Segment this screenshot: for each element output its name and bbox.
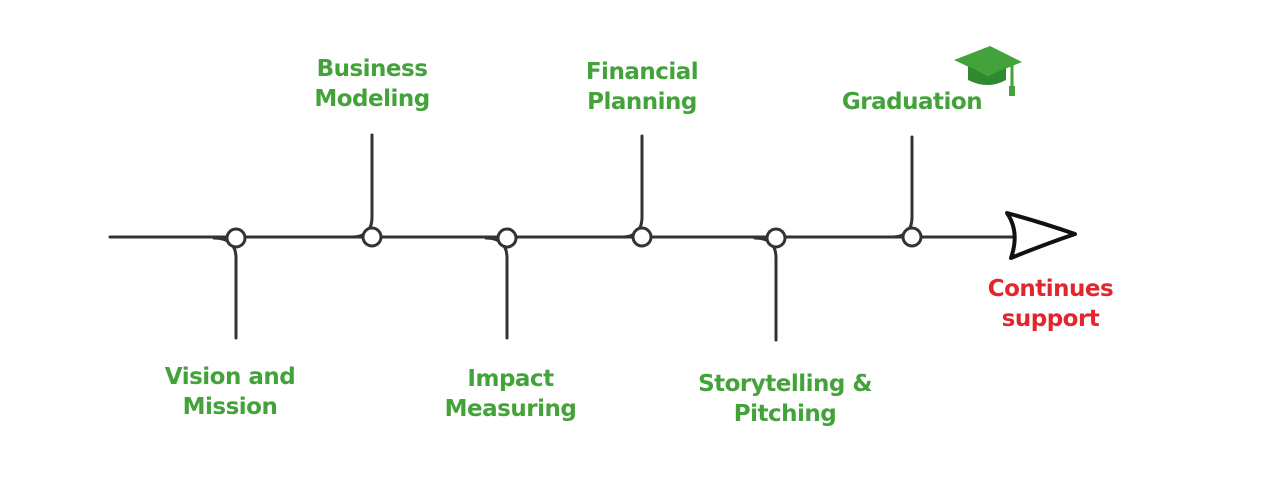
node-financial-planning (631, 226, 653, 248)
connector-graduation (890, 135, 914, 239)
connector-financial-planning (620, 134, 644, 239)
connector-impact-measuring (484, 236, 509, 340)
connector-storytelling (753, 236, 778, 342)
node-vision-mission (225, 227, 247, 249)
node-impact-measuring (496, 227, 518, 249)
milestone-label-business-modeling: Business Modeling (314, 56, 430, 112)
end-label-continues-support: Continues support (987, 276, 1114, 332)
milestone-label-graduation: Graduation (841, 89, 983, 115)
node-business-modeling (361, 226, 383, 248)
milestone-label-vision-mission: Vision and Mission (164, 364, 296, 420)
milestone-label-financial-planning: Financial Planning (585, 59, 699, 115)
node-graduation (901, 226, 923, 248)
timeline-line (108, 235, 1022, 240)
milestone-label-storytelling: Storytelling & Pitching (698, 371, 872, 427)
graduation-cap-icon (954, 46, 1022, 96)
node-storytelling (765, 227, 787, 249)
milestone-label-impact-measuring: Impact Measuring (444, 366, 577, 422)
arrow-head-icon (1005, 211, 1077, 260)
connector-business-modeling (350, 133, 374, 239)
connector-vision-mission (212, 236, 238, 340)
